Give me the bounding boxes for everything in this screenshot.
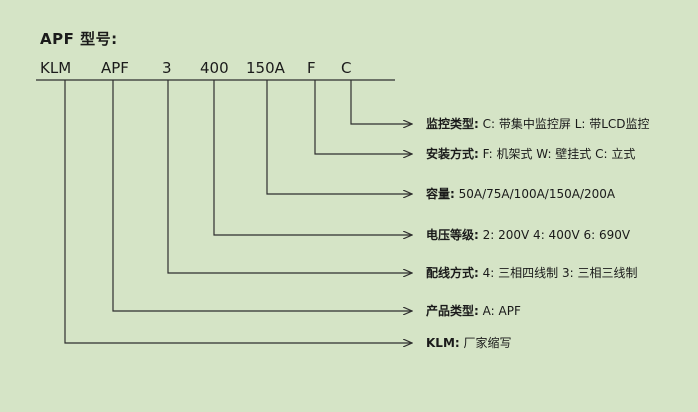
connector-klm <box>64 80 412 343</box>
row-description: F: 机架式 W: 壁挂式 C: 立式 <box>482 147 636 161</box>
row-capacity: 容量: 50A/75A/100A/150A/200A <box>426 186 615 202</box>
diagram-heading: APF 型号: <box>40 30 118 48</box>
row-label: 产品类型: <box>426 304 479 318</box>
row-monitoring-type: 监控类型: C: 带集中监控屏 L: 带LCD监控 <box>426 116 650 132</box>
row-description: A: APF <box>482 304 521 318</box>
connector-wiring <box>167 80 412 273</box>
row-label: 安装方式: <box>426 147 479 161</box>
row-label: 监控类型: <box>426 117 479 131</box>
code-part-voltage: 400 <box>200 59 229 77</box>
row-voltage-level: 电压等级: 2: 200V 4: 400V 6: 690V <box>426 227 630 243</box>
row-description: 4: 三相四线制 3: 三相三线制 <box>482 266 638 280</box>
row-label: 容量: <box>426 187 455 201</box>
row-product-type: 产品类型: A: APF <box>426 303 521 319</box>
row-description: 2: 200V 4: 400V 6: 690V <box>482 228 631 242</box>
code-part-apf: APF <box>101 59 129 77</box>
connector-monitoring <box>350 80 412 124</box>
row-label: 配线方式: <box>426 266 479 280</box>
connector-voltage <box>213 80 412 235</box>
connector-capacity <box>266 80 412 194</box>
code-part-installation: F <box>307 59 316 77</box>
code-part-monitoring: C <box>341 59 352 77</box>
row-label: 电压等级: <box>426 228 479 242</box>
row-wiring: 配线方式: 4: 三相四线制 3: 三相三线制 <box>426 265 637 281</box>
connector-installation <box>314 80 412 154</box>
row-installation: 安装方式: F: 机架式 W: 壁挂式 C: 立式 <box>426 146 635 162</box>
connector-product-type <box>112 80 412 311</box>
code-part-capacity: 150A <box>246 59 285 77</box>
row-description: 50A/75A/100A/150A/200A <box>458 187 616 201</box>
row-description: 厂家缩写 <box>463 336 512 350</box>
row-klm: KLM: 厂家缩写 <box>426 335 512 351</box>
row-label: KLM: <box>426 336 460 350</box>
code-part-klm: KLM <box>40 59 72 77</box>
code-part-wiring: 3 <box>162 59 172 77</box>
row-description: C: 带集中监控屏 L: 带LCD监控 <box>482 117 650 131</box>
